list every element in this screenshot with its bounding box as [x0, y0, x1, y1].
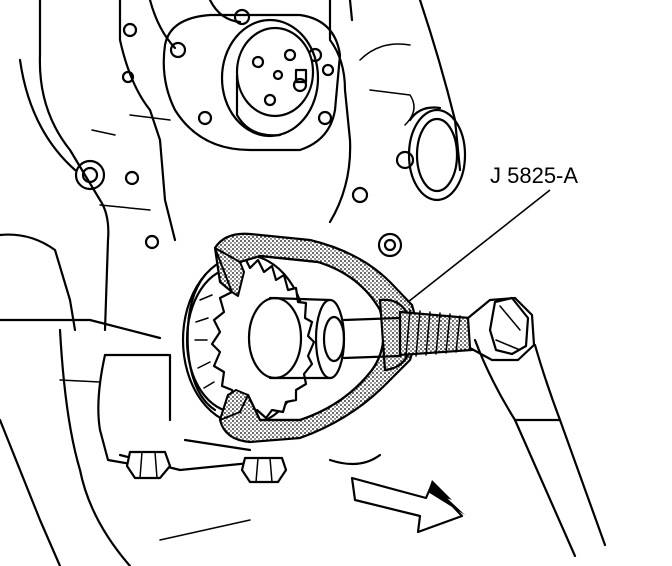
direction-arrow-icon	[350, 475, 465, 534]
tool-label: J 5825-A	[490, 163, 578, 188]
seal-ring	[407, 106, 467, 202]
callout-leader	[407, 189, 551, 303]
engine-block	[0, 0, 462, 340]
crank-sprocket	[181, 253, 346, 427]
puller-tool	[213, 232, 474, 444]
tool-callout: J 5825-A	[407, 163, 578, 303]
ratchet-wrench	[466, 296, 607, 558]
lower-block	[0, 328, 382, 566]
pump-hub	[220, 18, 320, 138]
timing-cover	[74, 8, 415, 258]
